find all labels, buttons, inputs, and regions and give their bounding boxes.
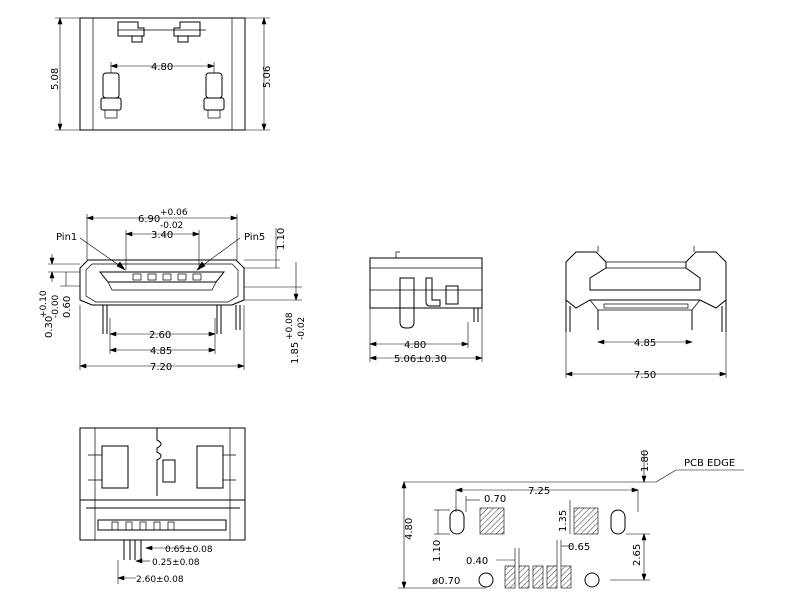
top-pad-spacing: 4.80 [151,62,173,73]
front-inner-width: 3.40 [151,230,173,241]
top-height-right: 5.06 [262,66,273,88]
front-width-top: 6.90 [138,214,160,225]
side-width: 4.80 [404,340,426,351]
bottom-span: 2.60±0.08 [136,575,184,585]
front-right-tol-plus: +0.08 [285,312,295,340]
pcb-right-height: 2.65 [632,544,643,566]
pcb-width: 7.25 [528,486,550,497]
pcb-pad-gap: 0.40 [466,556,488,567]
front-view: Pin1 Pin5 6.90 +0.06 -0.02 3.40 1.10 1.8… [39,208,307,373]
front-right-tol-minus: -0.02 [297,317,307,340]
top-height-left: 5.08 [50,68,61,90]
front-width-top-tol-minus: -0.02 [160,221,183,231]
front-left-tol-plus: +0.10 [39,290,49,318]
pcb-pad-height: 1.35 [558,510,569,532]
front-pin-height: 1.10 [276,228,287,250]
pcb-slot-height: 1.10 [432,540,443,562]
front-pin-spacing: 2.60 [149,330,171,341]
rear-overall: 7.50 [634,370,656,381]
rear-view: 4.85 7.50 [565,246,727,381]
front-left-val: 0.30 [44,316,55,338]
bottom-view: 0.65±0.08 0.25±0.08 2.60±0.08 [79,427,246,585]
bottom-pitch: 0.65±0.08 [165,545,213,555]
rear-inner: 4.85 [634,338,656,349]
side-view: 4.80 5.06±0.30 [369,251,483,365]
pcb-edge-offset: 1.80 [640,450,651,472]
top-view: 4.80 5.08 5.06 [50,17,273,131]
front-left-060: 0.60 [62,296,73,318]
front-left-tol-minus: -0.00 [51,294,61,318]
pin5-label: Pin5 [244,232,265,243]
pcb-layout: PCB EDGE 7.25 0.70 1.35 4.80 1.10 [398,450,744,589]
pcb-hole: ø0.70 [432,576,460,587]
pcb-pad: 0.70 [484,494,506,505]
pin1-label: Pin1 [56,232,77,243]
front-inner-bottom: 4.85 [150,346,172,357]
bottom-pin-width: 0.25±0.08 [152,558,200,568]
front-overall: 7.20 [150,362,172,373]
front-right-val: 1.85 [290,342,301,364]
pcb-height: 4.80 [404,518,415,540]
pcb-edge-label: PCB EDGE [684,458,735,469]
side-overall: 5.06±0.30 [394,354,447,365]
front-width-top-tol-plus: +0.06 [160,208,188,218]
pcb-pitch: 0.65 [568,542,590,553]
